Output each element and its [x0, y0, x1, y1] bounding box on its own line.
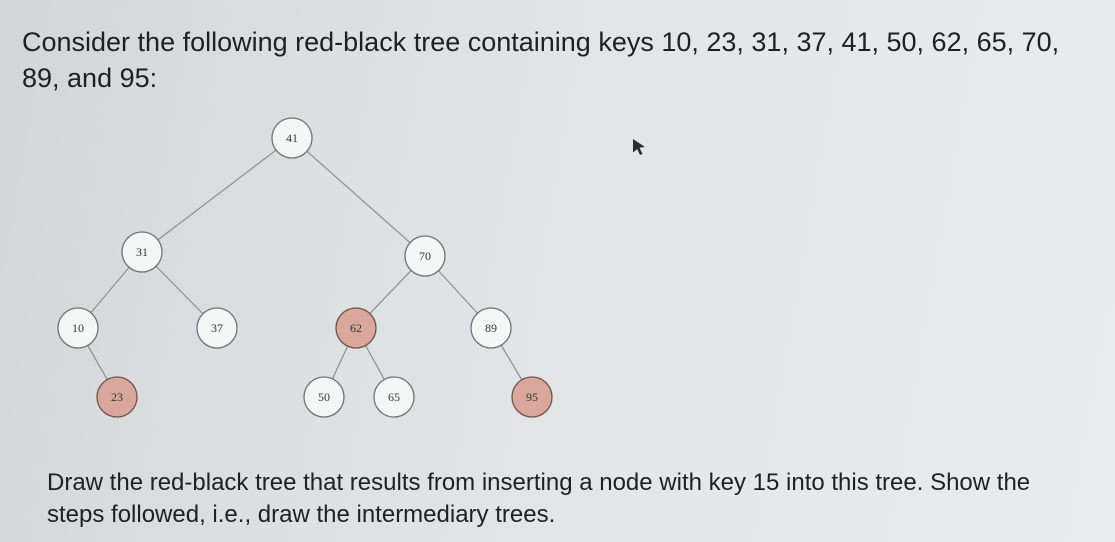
tree-node-41: 41 — [271, 117, 313, 159]
tree-node-31: 31 — [121, 231, 163, 273]
tree-edge-41-31 — [157, 149, 277, 241]
node-circle-black — [404, 235, 446, 277]
tree-edge-41-70 — [306, 150, 411, 244]
mouse-pointer-icon — [633, 139, 645, 155]
tree-edge-31-37 — [155, 265, 204, 315]
tree-node-89: 89 — [470, 307, 512, 349]
node-key-label: 10 — [72, 321, 84, 335]
node-key-label: 65 — [388, 390, 400, 404]
node-key-label: 41 — [286, 131, 298, 145]
node-circle-black — [303, 376, 345, 418]
node-key-label: 31 — [136, 245, 148, 259]
question-text: Draw the red-black tree that results fro… — [47, 469, 1031, 528]
tree-node-10: 10 — [57, 307, 99, 349]
tree-edges — [87, 149, 523, 381]
tree-edge-89-95 — [500, 344, 523, 381]
tree-node-50: 50 — [303, 376, 345, 418]
node-key-label: 62 — [350, 321, 362, 335]
node-key-label: 95 — [526, 390, 538, 404]
node-key-label: 70 — [419, 249, 431, 263]
tree-edge-62-65 — [365, 345, 385, 380]
node-circle-red — [511, 376, 553, 418]
tree-node-37: 37 — [196, 307, 238, 349]
tree-edge-70-62 — [369, 270, 412, 314]
node-key-label: 89 — [485, 321, 497, 335]
node-circle-black — [121, 231, 163, 273]
tree-node-23: 23 — [96, 376, 138, 418]
node-circle-black — [373, 376, 415, 418]
node-circle-black — [57, 307, 99, 349]
node-circle-black — [470, 307, 512, 349]
node-circle-black — [196, 307, 238, 349]
tree-edge-62-50 — [331, 345, 349, 380]
node-key-label: 23 — [111, 390, 123, 404]
node-circle-black — [271, 117, 313, 159]
intro-text: Consider the following red-black tree co… — [22, 27, 1060, 93]
tree-edge-31-10 — [90, 266, 130, 314]
tree-edge-70-89 — [438, 270, 478, 314]
tree-node-70: 70 — [404, 235, 446, 277]
node-key-label: 37 — [211, 321, 223, 335]
node-circle-red — [335, 307, 377, 349]
node-circle-red — [96, 376, 138, 418]
tree-node-95: 95 — [511, 376, 553, 418]
tree-edge-10-23 — [87, 345, 108, 380]
node-key-label: 50 — [318, 390, 330, 404]
tree-node-62: 62 — [335, 307, 377, 349]
tree-node-65: 65 — [373, 376, 415, 418]
tree-nodes: 41 31 70 10 37 62 89 23 50 65 95 — [57, 117, 553, 418]
